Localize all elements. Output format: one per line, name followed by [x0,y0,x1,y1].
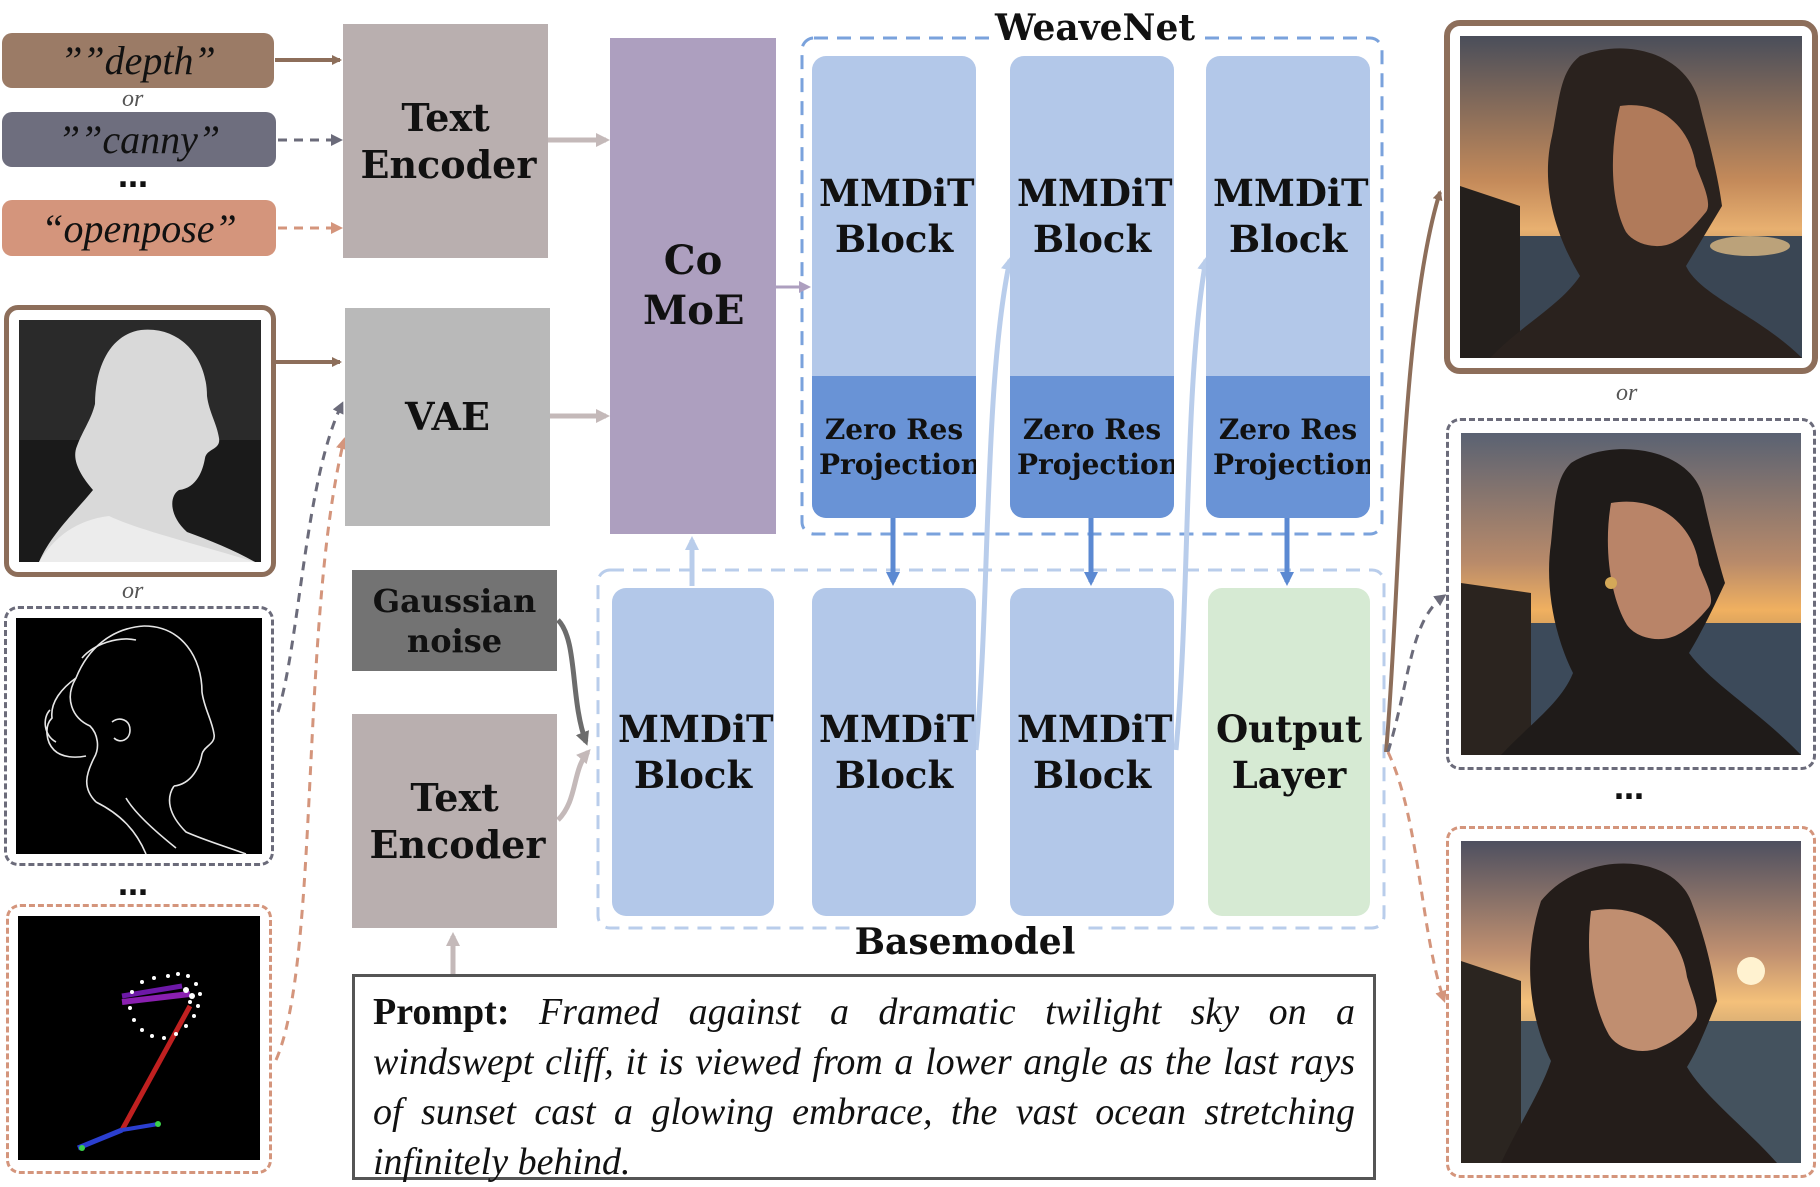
weavenet-mmdit-1-label: MMDiT Block [819,170,975,261]
text-encoder-top-label: Text Encoder [360,94,537,188]
base-mmdit-block-1-label: MMDiT Block [618,706,774,797]
openpose-image [6,904,272,1174]
output-image-depth [1444,20,1818,374]
gaussian-noise-block: Gaussian noise [352,570,557,671]
zero-res-projection-1: Zero Res Projection [812,376,976,518]
zero-res-projection-2: Zero Res Projection [1010,376,1174,518]
weavenet-block-1: MMDiT Block Zero Res Projection [812,56,976,518]
vae-label: VAE [405,394,490,440]
output-or-label: or [1616,380,1638,406]
zero-res-projection-3: Zero Res Projection [1206,376,1370,518]
comoe-block: Co MoE [610,38,776,534]
condition-openpose: “openpose” [2,200,276,256]
or-label-1: or [122,86,144,112]
weavenet-mmdit-3-label: MMDiT Block [1213,170,1369,261]
weavenet-mmdit-2-label: MMDiT Block [1017,170,1173,261]
base-mmdit-block-2-label: MMDiT Block [819,706,975,797]
base-mmdit-block-2: MMDiT Block [812,588,976,916]
weavenet-title: WeaveNet [990,4,1200,52]
condition-canny-label: ””canny” [57,117,221,162]
canny-edge-image [4,606,274,866]
base-mmdit-block-3-label: MMDiT Block [1017,706,1173,797]
output-layer-block: Output Layer [1208,588,1370,916]
weavenet-mmdit-2: MMDiT Block [1010,56,1174,376]
output-layer-label: Output Layer [1215,706,1363,797]
ellipsis-2: … [118,868,150,903]
basemodel-title: Basemodel [850,916,1080,968]
base-mmdit-block-3: MMDiT Block [1010,588,1174,916]
zero-res-projection-3-label: Zero Res Projection [1213,413,1370,481]
prompt-text: Framed against a dramatic twilight sky o… [373,991,1356,1183]
weavenet-block-3: MMDiT Block Zero Res Projection [1206,56,1370,518]
condition-openpose-label: “openpose” [41,205,237,251]
weavenet-mmdit-1: MMDiT Block [812,56,976,376]
prompt-label: Prompt: [373,991,510,1033]
text-encoder-bottom-label: Text Encoder [369,774,546,868]
condition-depth: ””depth” [2,33,274,88]
text-encoder-top: Text Encoder [343,24,548,258]
base-mmdit-block-1: MMDiT Block [612,588,774,916]
zero-res-projection-2-label: Zero Res Projection [1017,413,1174,481]
output-image-openpose [1446,826,1816,1178]
depth-map-image [4,305,276,577]
text-encoder-bottom: Text Encoder [352,714,557,928]
condition-canny: ””canny” [2,112,276,167]
gaussian-noise-label: Gaussian noise [372,581,537,660]
output-image-canny [1446,418,1816,770]
weavenet-mmdit-3: MMDiT Block [1206,56,1370,376]
zero-res-projection-1-label: Zero Res Projection [819,413,976,481]
comoe-label: Co MoE [643,237,745,334]
ellipsis-1: … [118,160,150,195]
output-ellipsis: … [1614,772,1646,807]
or-label-2: or [122,578,144,604]
weavenet-block-2: MMDiT Block Zero Res Projection [1010,56,1174,518]
prompt-box: Prompt: Framed against a dramatic twilig… [352,974,1376,1183]
condition-depth-label: ””depth” [60,38,216,83]
vae-block: VAE [345,308,550,526]
